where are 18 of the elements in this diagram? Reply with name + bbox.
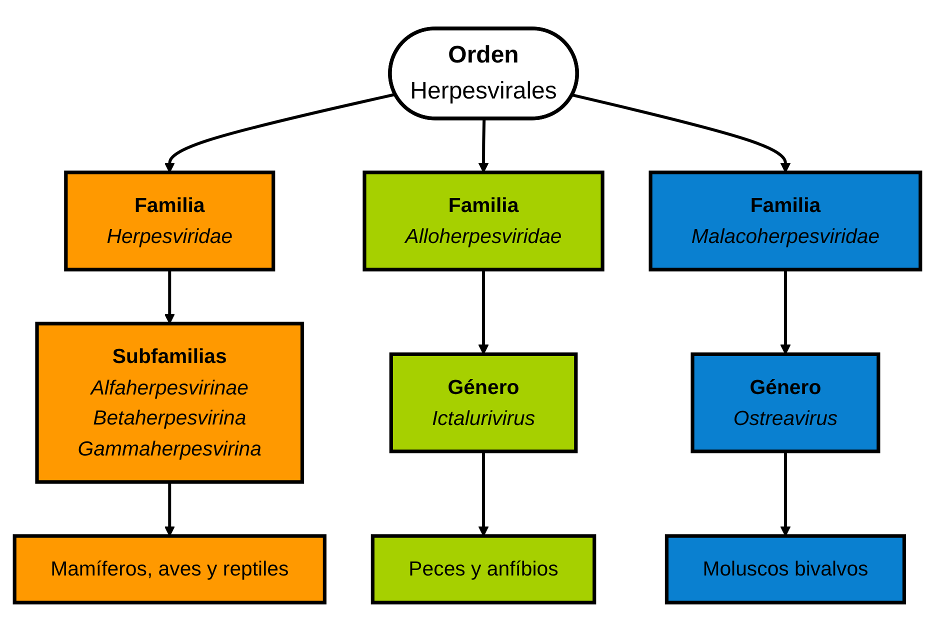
arrow <box>780 451 791 536</box>
arrow <box>164 270 175 324</box>
node-box: Género Ictalurivirus <box>389 352 578 454</box>
node-box: Moluscos bivalvos <box>664 534 906 604</box>
arrow <box>780 270 791 355</box>
arrow <box>164 92 396 173</box>
arrow <box>164 482 175 536</box>
node-box: Peces y anfíbios <box>370 534 596 604</box>
node-box: Familia Malacoherpesviridae <box>648 170 922 272</box>
node-box: Familia Alloherpesviridae <box>362 170 604 272</box>
arrow <box>478 118 489 173</box>
node-box: Subfamilias Alfaherpesvirinae Betaherpesvirina Gammaherpesvirina <box>35 322 304 484</box>
arrow <box>478 451 489 536</box>
node-box: Familia Herpesviridae <box>64 170 276 272</box>
arrow <box>478 270 489 355</box>
node-box: Género Ostreavirus <box>690 352 880 454</box>
arrow <box>572 94 791 173</box>
node-box: Mamíferos, aves y reptiles <box>12 534 326 604</box>
